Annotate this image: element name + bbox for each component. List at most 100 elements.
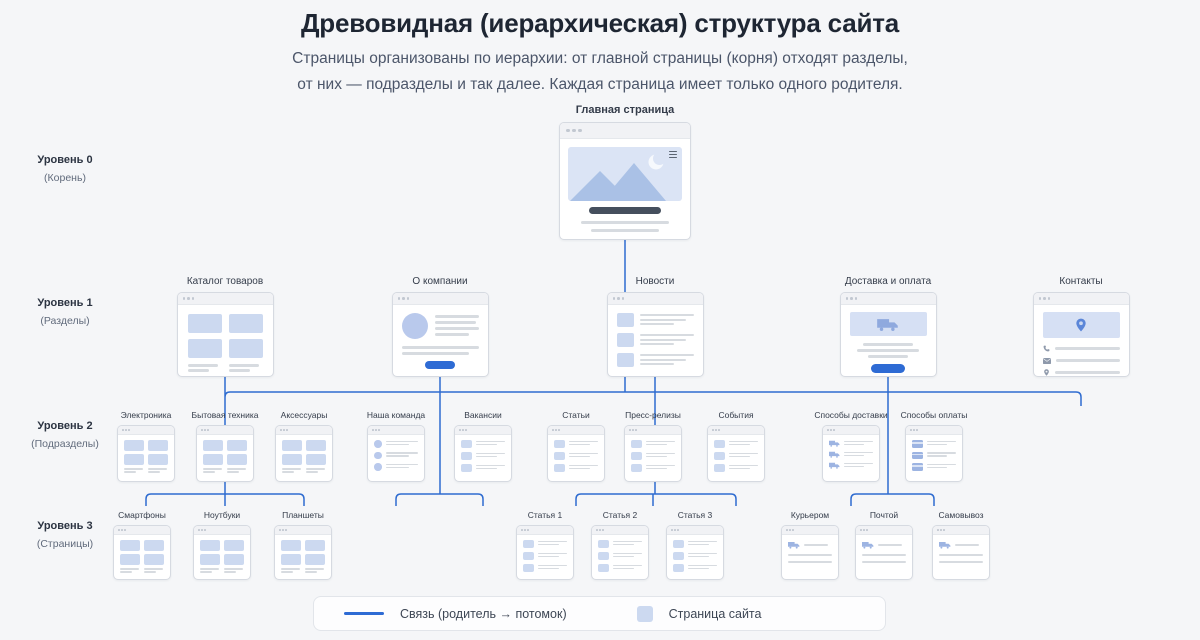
truck-icon xyxy=(877,318,898,331)
window-content xyxy=(368,435,424,471)
node-label: Статья 1 xyxy=(527,510,563,520)
product-grid xyxy=(178,305,273,372)
window-dot-icon xyxy=(866,529,868,531)
thumbnail-placeholder xyxy=(631,440,642,448)
list-row xyxy=(523,540,567,548)
browser-window-mockup xyxy=(274,525,332,580)
window-dot-icon xyxy=(198,529,200,531)
text-lines xyxy=(569,452,598,457)
thumbnail-placeholder xyxy=(461,440,472,448)
window-header xyxy=(782,526,838,535)
link-line-icon xyxy=(344,612,384,615)
node-shipping: Способы доставки xyxy=(814,410,888,482)
text-line-placeholder xyxy=(306,471,319,473)
list-row xyxy=(554,464,598,472)
window-content xyxy=(856,535,912,563)
text-line-placeholder xyxy=(538,567,559,569)
window-dot-icon xyxy=(789,529,791,531)
hero-image-placeholder xyxy=(568,147,682,201)
profile-block xyxy=(393,305,488,339)
window-dot-icon xyxy=(621,297,624,300)
thumbnail-placeholder xyxy=(714,452,725,460)
window-dot-icon xyxy=(712,429,714,431)
node-electronics: Электроника xyxy=(117,410,175,482)
text-line-placeholder xyxy=(927,466,948,468)
node-label: Аксессуары xyxy=(280,410,328,420)
text-line-placeholder xyxy=(227,468,246,470)
image-placeholder xyxy=(224,554,244,565)
text-line-placeholder xyxy=(646,467,667,469)
text-line-placeholder xyxy=(200,571,213,573)
heading-placeholder xyxy=(589,207,661,214)
text-line-placeholder xyxy=(844,451,873,453)
text-line-placeholder xyxy=(203,471,216,473)
thumbnail-placeholder xyxy=(631,464,642,472)
window-header xyxy=(1033,293,1129,305)
text-lines xyxy=(538,540,567,545)
thumbnail-placeholder xyxy=(461,464,472,472)
subtitle-line-2: от них — подразделы и так далее. Каждая … xyxy=(297,76,903,93)
thumbnail-placeholder xyxy=(598,540,609,548)
credit-card-icon xyxy=(912,451,923,459)
text-lines xyxy=(729,440,758,445)
browser-window-mockup xyxy=(707,425,765,482)
thumbnail-placeholder xyxy=(523,552,534,560)
window-dot-icon xyxy=(916,429,918,431)
window-dot-icon xyxy=(201,529,203,531)
node-article2: Статья 2 xyxy=(591,510,649,580)
node-label: Вакансии xyxy=(464,410,502,420)
text-line-placeholder xyxy=(639,363,675,365)
text-line-placeholder xyxy=(200,568,219,570)
text-line-placeholder xyxy=(148,471,161,473)
text-line-placeholder xyxy=(844,440,873,442)
text-line-placeholder xyxy=(228,364,260,367)
window-header xyxy=(708,426,764,435)
credit-card-icon xyxy=(912,463,923,471)
thumbnail-placeholder xyxy=(616,333,634,347)
node-label: Электроника xyxy=(120,410,172,420)
window-header xyxy=(197,426,253,435)
window-header xyxy=(177,293,273,305)
text-lines xyxy=(613,552,642,557)
window-header xyxy=(667,526,723,535)
text-line-placeholder xyxy=(729,464,758,466)
text-line-placeholder xyxy=(613,567,634,569)
product-grid xyxy=(275,535,331,573)
list-row xyxy=(616,313,694,327)
window-dot-icon xyxy=(940,529,942,531)
thumbnail-placeholder xyxy=(554,440,565,448)
text-lines xyxy=(385,452,418,457)
window-header xyxy=(517,526,573,535)
node-label: Статьи xyxy=(562,410,590,420)
node-label: События xyxy=(718,410,754,420)
node-label: Новости xyxy=(635,276,675,287)
truck-icon xyxy=(829,440,840,447)
window-header xyxy=(625,426,681,435)
node-press: Пресс-релизы xyxy=(624,410,682,482)
node-jobs: Вакансии xyxy=(454,410,512,482)
image-placeholder xyxy=(227,440,247,451)
text-lines xyxy=(927,452,956,457)
text-line-placeholder xyxy=(434,321,476,324)
window-content xyxy=(608,305,703,367)
list-row xyxy=(673,552,717,560)
browser-window-mockup xyxy=(113,525,171,580)
window-content xyxy=(933,535,989,563)
text-line-placeholder xyxy=(305,571,318,573)
image-placeholder xyxy=(200,554,220,565)
browser-window-mockup xyxy=(855,525,913,580)
text-line-placeholder xyxy=(306,468,325,470)
window-dot-icon xyxy=(937,529,939,531)
window-dot-icon xyxy=(629,429,631,431)
window-dot-icon xyxy=(378,429,380,431)
text-line-placeholder xyxy=(385,455,409,457)
text-line-placeholder xyxy=(569,464,598,466)
text-lines xyxy=(688,540,717,545)
text-line-placeholder xyxy=(144,571,157,573)
window-dot-icon xyxy=(910,429,912,431)
text-line-placeholder xyxy=(639,314,694,316)
text-line-placeholder xyxy=(844,465,865,467)
avatar-placeholder xyxy=(401,313,428,339)
image-placeholder xyxy=(120,554,140,565)
